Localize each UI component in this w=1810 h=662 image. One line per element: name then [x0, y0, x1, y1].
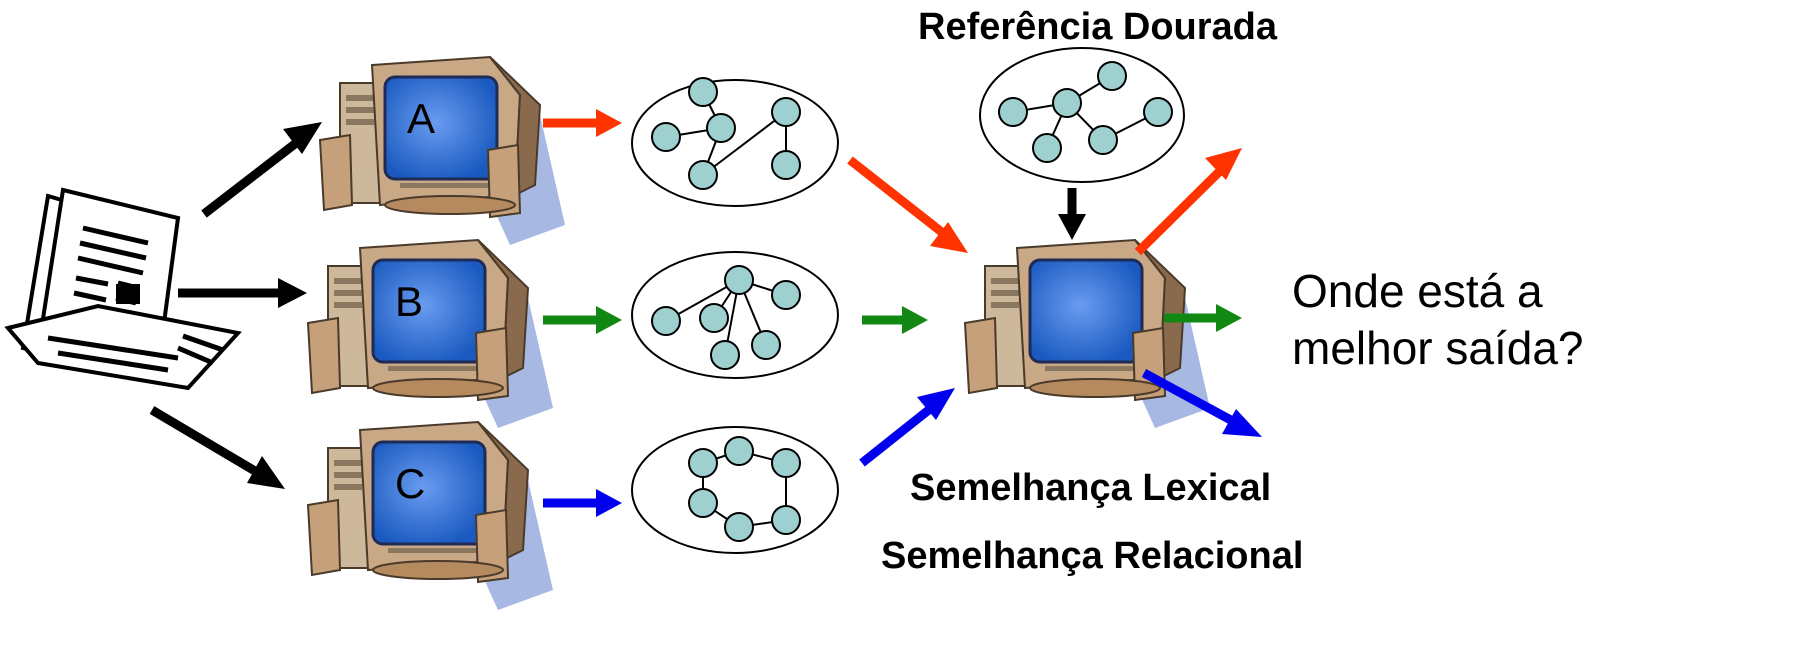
question-text: Onde está a melhor saída?: [1292, 263, 1584, 377]
input-arrows: [149, 122, 322, 489]
question-line-2: melhor saída?: [1292, 322, 1584, 374]
output-arrows: [543, 109, 622, 517]
arrow-input-a: [201, 136, 303, 218]
graph-a: [631, 77, 839, 207]
computer-label-b: B: [395, 278, 423, 325]
computer-icon: [318, 55, 567, 247]
computer-icon: [306, 420, 555, 612]
evaluator-computer: [963, 238, 1212, 430]
relational-similarity-label: Semelhança Relacional: [881, 535, 1304, 577]
computer-icon: [963, 238, 1212, 430]
computer-b: B: [306, 238, 555, 430]
gold-arrow: [1058, 188, 1086, 240]
arrow-icon: [283, 122, 322, 154]
computer-a: A: [318, 55, 567, 247]
computer-label-c: C: [395, 460, 425, 507]
computer-icon: [306, 238, 555, 430]
computer-c: C: [306, 420, 555, 612]
gold-graph: [979, 47, 1185, 183]
result-arrows: [1134, 148, 1262, 437]
lexical-similarity-label: Semelhança Lexical: [910, 467, 1272, 509]
graph-icon: [979, 47, 1185, 183]
computer-label-a: A: [407, 95, 435, 142]
arrow-input-c: [149, 406, 263, 478]
arrow-icon: [278, 278, 307, 308]
newspaper-icon: [4, 187, 242, 391]
graph-b: [631, 251, 839, 379]
evaluator-input-arrows: [847, 156, 968, 467]
arrow-icon: [247, 456, 285, 489]
graph-c: [631, 426, 839, 554]
question-line-1: Onde está a: [1292, 265, 1543, 317]
gold-reference-title: Referência Dourada: [918, 6, 1278, 48]
